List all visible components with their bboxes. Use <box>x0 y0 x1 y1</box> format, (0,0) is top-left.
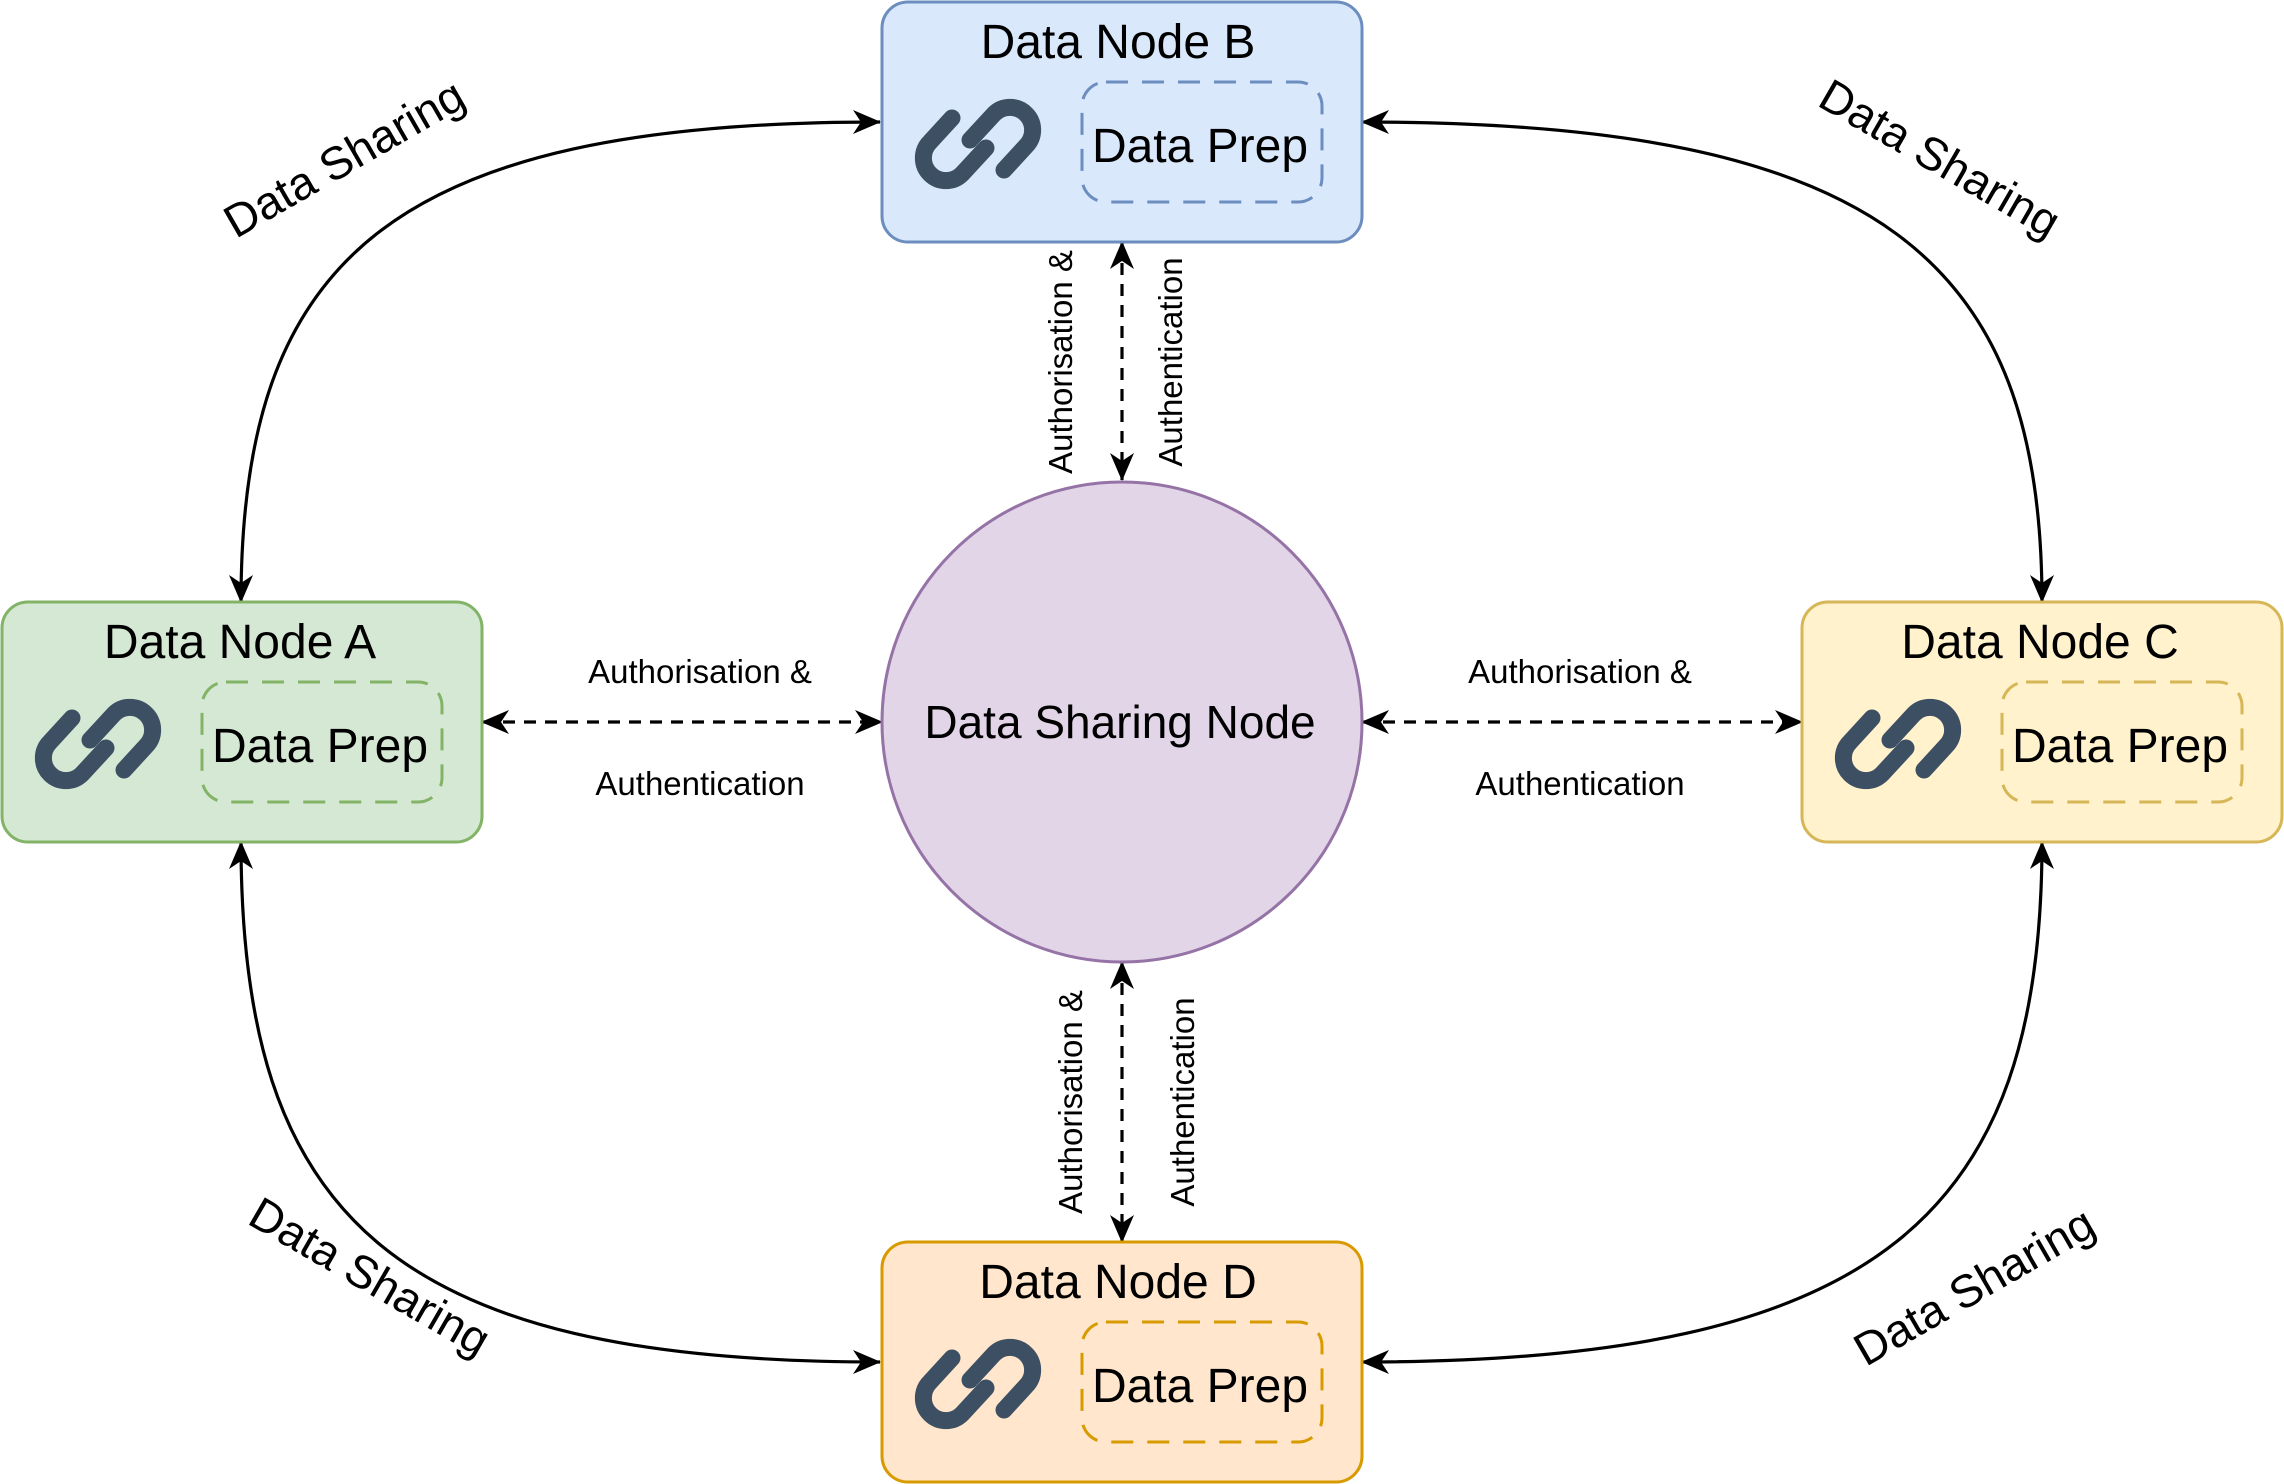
data-prep-label-b: Data Prep <box>1092 120 1308 173</box>
data-prep-label-d: Data Prep <box>1092 1360 1308 1413</box>
auth-label-d-line2: Authentication <box>1164 997 1201 1206</box>
auth-label-a-line1: Authorisation & <box>588 653 812 690</box>
data-prep-box-c <box>2000 680 2244 804</box>
data-node-c[interactable]: Data Node C Data Prep <box>1800 600 2284 844</box>
auth-label-c-line2: Authentication <box>1475 765 1684 802</box>
sharing-edge-c-d <box>1361 841 2054 1374</box>
auth-label-d-line1: Authorisation & <box>1052 990 1089 1214</box>
data-node-b-title: Data Node B <box>981 16 1256 69</box>
data-prep-box-a <box>200 680 444 804</box>
link-icon <box>1834 698 1962 790</box>
center-node-label: Data Sharing Node <box>924 696 1315 748</box>
auth-label-b-line1: Authorisation & <box>1042 250 1079 474</box>
link-icon <box>914 1338 1042 1430</box>
sharing-edge-a-b <box>229 110 881 603</box>
data-node-d[interactable]: Data Node D Data Prep <box>880 1240 1364 1484</box>
auth-label-c-line1: Authorisation & <box>1468 653 1692 690</box>
sharing-edge-a-d <box>229 841 881 1374</box>
data-prep-box-d <box>1080 1320 1324 1444</box>
data-node-d-title: Data Node D <box>979 1256 1256 1309</box>
sharing-label-a-d: Data Sharing <box>241 1187 500 1366</box>
data-prep-box-b <box>1080 80 1324 204</box>
center-node[interactable]: Data Sharing Node <box>880 480 1364 964</box>
sharing-edge-b-c <box>1361 110 2054 603</box>
data-node-c-title: Data Node C <box>1901 616 2178 669</box>
center-node-circle <box>880 480 1364 964</box>
auth-label-b-line2: Authentication <box>1152 257 1189 466</box>
data-node-c-box <box>1800 600 2284 844</box>
data-prep-label-c: Data Prep <box>2012 720 2228 773</box>
data-node-a-title: Data Node A <box>104 616 376 669</box>
data-node-d-box <box>880 1240 1364 1484</box>
sharing-label-b-c: Data Sharing <box>1811 69 2070 248</box>
link-icon <box>34 698 162 790</box>
data-node-b[interactable]: Data Node B Data Prep <box>880 0 1364 244</box>
sharing-label-a-b: Data Sharing <box>215 69 474 248</box>
data-node-a-box <box>0 600 484 844</box>
data-node-a[interactable]: Data Node A Data Prep <box>0 600 484 844</box>
data-prep-label-a: Data Prep <box>212 720 428 773</box>
link-icon <box>914 98 1042 190</box>
auth-label-a-line2: Authentication <box>595 765 804 802</box>
data-node-b-box <box>880 0 1364 244</box>
sharing-label-c-d: Data Sharing <box>1845 1197 2104 1376</box>
